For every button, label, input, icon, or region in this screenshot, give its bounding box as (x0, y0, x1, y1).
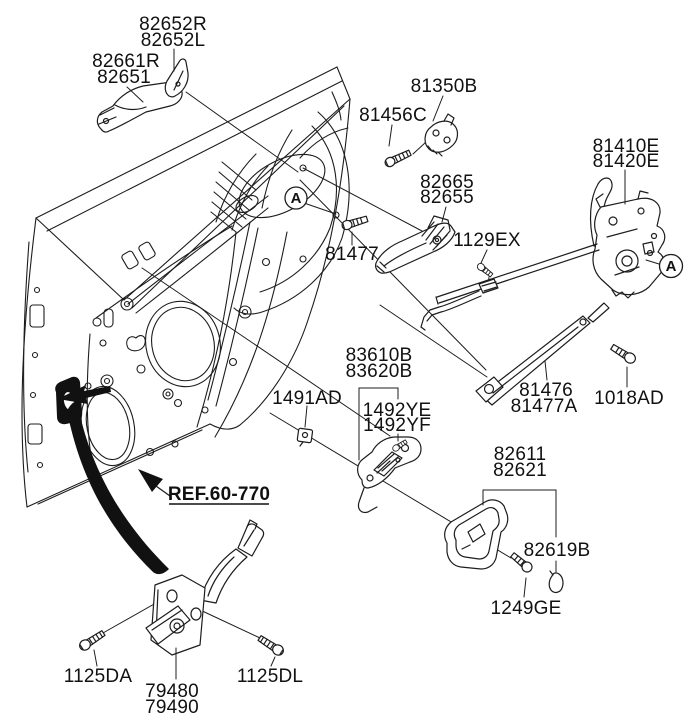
front-edge-details (27, 286, 45, 469)
black-arrow (58, 385, 111, 404)
latch-assembly-81410E (589, 177, 666, 299)
inner-handle-83610B (357, 436, 422, 514)
grommet-82619B (548, 570, 564, 594)
part-label-1125DL: 1125DL (237, 666, 303, 687)
part-label-82611: 82611 (494, 444, 546, 465)
view-markers: AA (284, 186, 684, 279)
bolt-1125DL (257, 635, 284, 656)
hatched-slot (210, 153, 269, 233)
part-label-1018AD: 1018AD (594, 388, 664, 409)
part-label-1491AD: 1491AD (272, 388, 342, 409)
part-label-79490: 79490 (145, 697, 199, 718)
part-label-82665: 82665 (420, 172, 474, 193)
part-label-82652R: 82652R (139, 14, 207, 35)
handle-base-82665 (375, 215, 456, 274)
door-check-79480 (145, 519, 265, 656)
bezel-82611 (444, 499, 509, 570)
part-label-83610B: 83610B (346, 345, 413, 366)
clip-1491AD (296, 427, 314, 447)
view-marker-circle (658, 253, 684, 279)
part-label-82652L: 82652L (141, 30, 206, 51)
view-marker-letter: A (291, 190, 302, 207)
connecting-rods (420, 243, 600, 331)
view-marker-A-latch: A (658, 253, 684, 279)
window-frame (35, 66, 351, 309)
bolt-81477 (341, 215, 369, 231)
ref-arrow (138, 469, 171, 497)
part-label-82655: 82655 (420, 187, 474, 208)
part-label-REF.60-770: REF.60-770 (168, 484, 270, 505)
part-label-81410E: 81410E (593, 136, 660, 157)
view-marker-letter: A (666, 258, 677, 275)
outside-handle-82651 (96, 81, 183, 133)
label-leaders (93, 48, 660, 680)
guide-channel-81476 (475, 302, 610, 406)
bolt-1129EX (476, 263, 494, 278)
part-label-82661R: 82661R (92, 51, 160, 72)
part-label-81420E: 81420E (593, 151, 660, 172)
part-label-1249GE: 1249GE (491, 598, 562, 619)
inner-panel (80, 221, 307, 467)
part-label-81477A: 81477A (511, 396, 578, 417)
part-label-1129EX: 1129EX (453, 230, 521, 251)
part-label-79480: 79480 (145, 681, 199, 702)
screw-1492YE (392, 439, 408, 452)
part-label-82619B: 82619B (524, 540, 591, 561)
door-panel (21, 66, 351, 508)
handle-area-flap (233, 111, 350, 315)
view-marker-circle (284, 186, 308, 210)
handle-cap-82652 (164, 58, 189, 98)
screw-1018AD (610, 343, 636, 364)
part-label-82651: 82651 (97, 67, 151, 88)
motion-sweep (67, 401, 169, 575)
part-label-1125DA: 1125DA (64, 666, 133, 687)
part-label-83620B: 83620B (346, 361, 413, 382)
part-label-1492YE: 1492YE (363, 400, 432, 421)
part-label-81477: 81477 (325, 244, 379, 265)
view-marker-A-door: A (284, 186, 308, 210)
screw-81456C (384, 149, 412, 168)
part-label-81456C: 81456C (359, 105, 427, 126)
part-label-82621: 82621 (493, 460, 547, 481)
part-label-81476: 81476 (519, 380, 573, 401)
part-label-81350B: 81350B (411, 76, 478, 97)
screw-1249GE (510, 552, 533, 573)
part-label-1492YF: 1492YF (363, 415, 431, 436)
bolt-1125DA (79, 630, 106, 651)
lock-bracket-81350B (424, 113, 459, 157)
